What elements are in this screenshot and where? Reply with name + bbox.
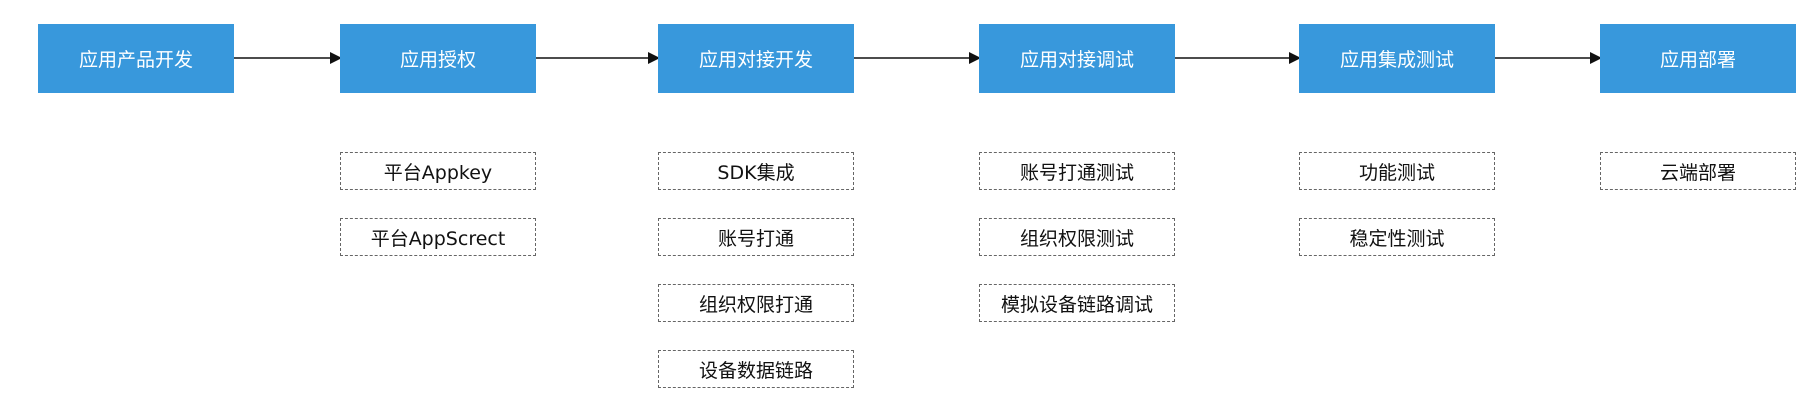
stage-app-integration-testing: 应用集成测试: [1299, 24, 1495, 93]
stage-app-integration-debugging: 应用对接调试: [979, 24, 1175, 93]
task-functional-test: 功能测试: [1299, 152, 1495, 190]
stage-app-deployment: 应用部署: [1600, 24, 1796, 93]
stage-app-product-development: 应用产品开发: [38, 24, 234, 93]
task-account-connection-test: 账号打通测试: [979, 152, 1175, 190]
task-account-connection: 账号打通: [658, 218, 854, 256]
task-device-data-link: 设备数据链路: [658, 350, 854, 388]
task-platform-appscrect: 平台AppScrect: [340, 218, 536, 256]
task-sdk-integration: SDK集成: [658, 152, 854, 190]
task-org-permission-test: 组织权限测试: [979, 218, 1175, 256]
stage-app-integration-development: 应用对接开发: [658, 24, 854, 93]
task-platform-appkey: 平台Appkey: [340, 152, 536, 190]
task-cloud-deployment: 云端部署: [1600, 152, 1796, 190]
task-simulated-device-link-debug: 模拟设备链路调试: [979, 284, 1175, 322]
task-org-permission-connection: 组织权限打通: [658, 284, 854, 322]
task-stability-test: 稳定性测试: [1299, 218, 1495, 256]
stage-app-authorization: 应用授权: [340, 24, 536, 93]
